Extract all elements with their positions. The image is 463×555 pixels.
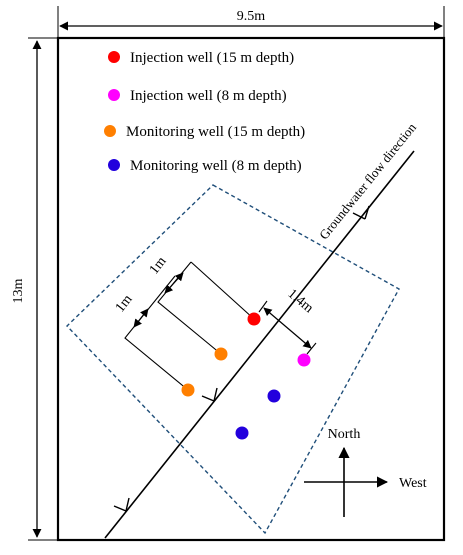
flow-direction-arrow-lower <box>113 497 130 512</box>
spacing-label-1m-outer: 1m <box>113 292 136 315</box>
flow-direction-label: Groundwater flow direction <box>316 120 419 243</box>
spacing-arrow-1-4m <box>263 307 312 349</box>
monitoring-well-8m-1 <box>267 389 281 403</box>
monitoring-well-15m-1 <box>214 347 228 361</box>
legend-marker-injection-8m <box>108 89 120 101</box>
flow-direction-arrow-upper <box>352 205 370 220</box>
spacing-label-1-4m: 1.4m <box>285 286 316 316</box>
height-label: 13m <box>11 278 26 303</box>
width-label: 9.5m <box>237 9 266 24</box>
site-boundary <box>56 36 446 542</box>
legend-label-injection-15m: Injection well (15 m depth) <box>130 50 294 66</box>
compass: North West <box>304 427 427 517</box>
compass-north-label: North <box>328 427 361 442</box>
spacing-label-1m-inner: 1m <box>147 254 170 277</box>
spacing-arrow-1m-inner <box>164 272 184 294</box>
monitoring-well-15m-2 <box>181 383 195 397</box>
spacing-arrow-1m-outer <box>133 308 149 328</box>
injection-well-8m <box>297 353 311 367</box>
spacing-tick-injection-8m <box>306 342 317 355</box>
legend: Injection well (15 m depth) Injection we… <box>104 50 305 174</box>
spacing-line-inner <box>190 261 255 320</box>
legend-marker-injection-15m <box>108 51 120 63</box>
legend-label-monitoring-15m: Monitoring well (15 m depth) <box>126 124 305 140</box>
groundwater-flow-line <box>104 150 415 539</box>
flow-direction-arrow-middle <box>201 387 218 402</box>
compass-west-label: West <box>399 476 427 491</box>
spacing-line-outer <box>124 275 189 391</box>
legend-marker-monitoring-8m <box>108 159 120 171</box>
spacing-tick-injection-15m <box>258 300 268 313</box>
spacing-line-middle <box>157 261 222 355</box>
study-area-dashed-boundary <box>66 184 400 535</box>
injection-well-15m <box>247 312 261 326</box>
legend-label-monitoring-8m: Monitoring well (8 m depth) <box>130 158 302 174</box>
legend-label-injection-8m: Injection well (8 m depth) <box>130 88 287 104</box>
monitoring-well-8m-2 <box>235 426 249 440</box>
legend-marker-monitoring-15m <box>104 125 116 137</box>
